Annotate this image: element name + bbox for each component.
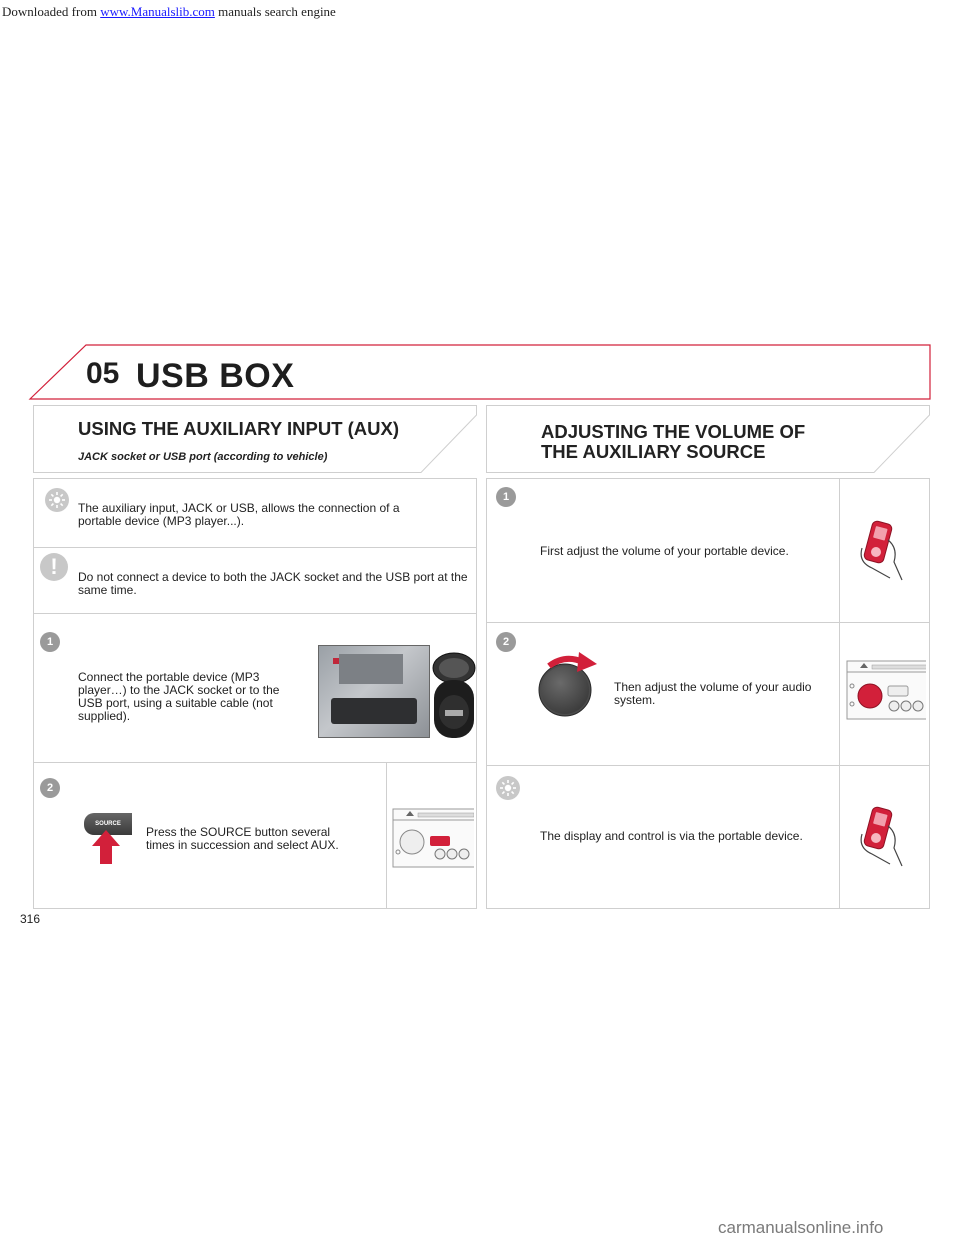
portable-device-hand-icon [860, 806, 903, 867]
portable-device-hand-icon [860, 520, 903, 581]
up-arrow-icon [92, 830, 120, 864]
manualslib-link[interactable]: www.Manualslib.com [100, 4, 215, 19]
right-section-heading-line2: THE AUXILIARY SOURCE [541, 441, 766, 462]
volume-knob-icon [538, 652, 597, 717]
download-notice: Downloaded from www.Manualslib.com manua… [2, 4, 336, 20]
right-heading-panel: ADJUSTING THE VOLUME OF THE AUXILIARY SO… [486, 405, 930, 473]
watermark-text: carmanualsonline.info [718, 1218, 884, 1237]
left-section-subheading: JACK socket or USB port (according to ve… [78, 451, 328, 463]
chapter-number: 05 [86, 357, 120, 390]
divider [34, 547, 476, 548]
step-badge: 2 [40, 778, 60, 798]
radio-unit-illustration [392, 808, 474, 868]
right-heading-frame [486, 405, 930, 473]
glovebox-photo [318, 645, 430, 738]
left-warning-text: Do not connect a device to both the JACK… [78, 570, 468, 597]
tip-icon [496, 776, 520, 800]
right-tip-text: The display and control is via the porta… [540, 829, 803, 843]
divider [487, 765, 929, 766]
divider [386, 762, 387, 908]
source-button-label: SOURCE [95, 821, 121, 827]
divider [34, 762, 476, 763]
step-badge: 1 [40, 632, 60, 652]
warning-icon: ! [40, 553, 68, 581]
download-prefix: Downloaded from [2, 4, 97, 19]
right-section-heading-line1: ADJUSTING THE VOLUME OF [541, 421, 806, 442]
left-step1-text: Connect the portable device (MP3 player…… [78, 670, 280, 723]
page-number: 316 [20, 912, 41, 926]
radio-unit-volume-illustration [846, 660, 926, 720]
download-suffix: manuals search engine [218, 4, 336, 19]
divider [487, 622, 929, 623]
divider [839, 479, 840, 908]
divider [34, 613, 476, 614]
step-badge: 2 [496, 632, 516, 652]
left-heading-frame [33, 405, 477, 473]
jack-socket-cover-icon [432, 652, 476, 738]
tip-icon [45, 488, 69, 512]
right-step2-text: Then adjust the volume of your audio sys… [614, 680, 812, 707]
source-button-illustration: SOURCE [84, 813, 132, 835]
right-step1-text: First adjust the volume of your portable… [540, 544, 789, 558]
left-section-heading: USING THE AUXILIARY INPUT (AUX) [78, 418, 400, 439]
step-badge: 1 [496, 487, 516, 507]
left-step2-text: Press the SOURCE button several times in… [146, 825, 339, 852]
left-heading-panel: USING THE AUXILIARY INPUT (AUX) JACK soc… [33, 405, 477, 473]
chapter-banner-outline [28, 344, 931, 400]
left-tip-text: The auxiliary input, JACK or USB, allows… [78, 501, 400, 528]
chapter-title: USB BOX [136, 357, 295, 395]
